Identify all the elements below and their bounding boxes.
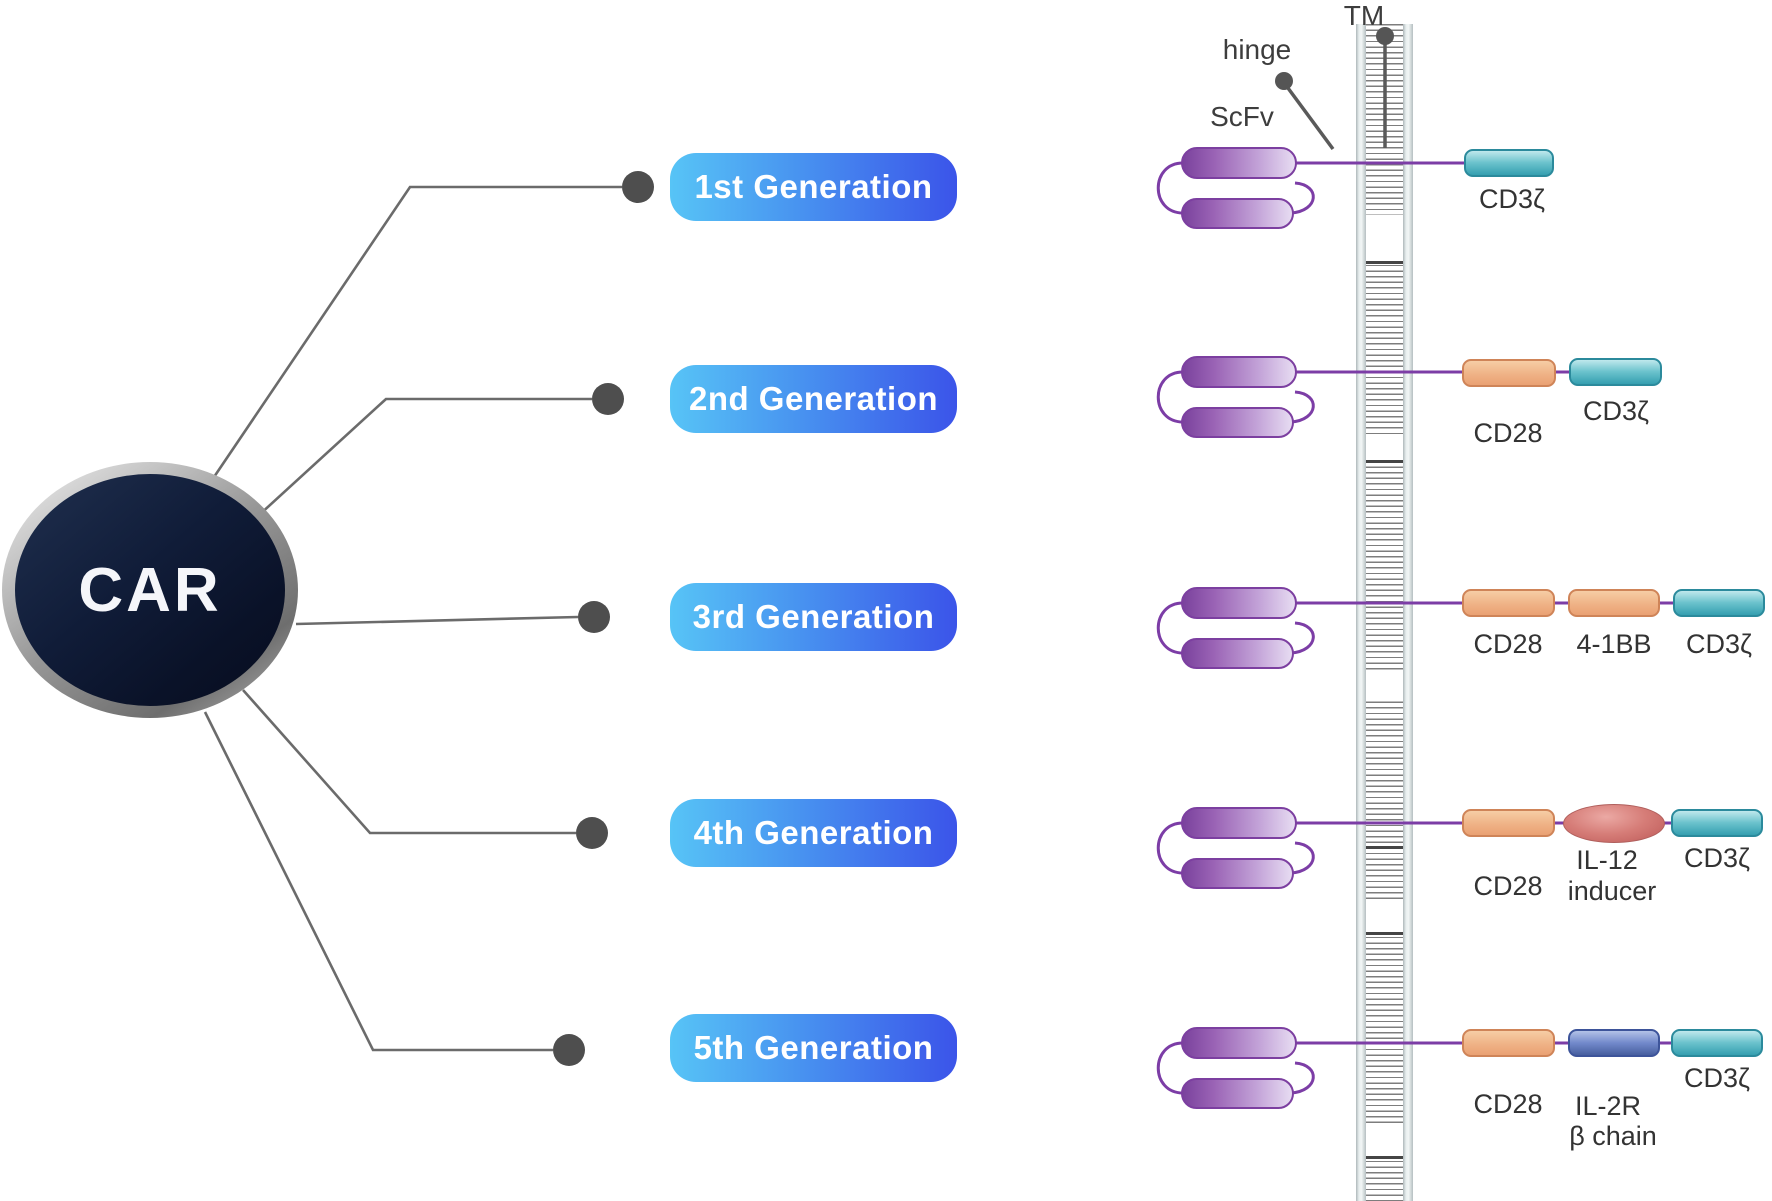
domain-box-41bb xyxy=(1568,589,1660,617)
membrane-gap xyxy=(1366,902,1403,932)
scfv-hook xyxy=(1290,181,1315,215)
scfv-loop xyxy=(1156,370,1184,424)
membrane-divider xyxy=(1364,261,1405,264)
domain-box-cd28 xyxy=(1462,359,1556,387)
node-dot-gen2 xyxy=(592,383,624,415)
scfv-vl-capsule xyxy=(1181,858,1294,889)
node-dot-gen4 xyxy=(576,817,608,849)
tm-pointer-dot xyxy=(1376,27,1394,45)
cd3z-label: CD3ζ xyxy=(1684,1063,1750,1093)
membrane-bar xyxy=(1356,24,1413,1201)
domain-box-cd3z xyxy=(1671,809,1763,837)
scfv-vh-capsule xyxy=(1181,587,1297,619)
car-hub: CAR xyxy=(2,462,298,718)
domain-box-cd28 xyxy=(1462,809,1555,837)
connector-line-gen2 xyxy=(257,397,592,517)
hinge-pointer-dot xyxy=(1275,72,1293,90)
il12-label: IL-12 xyxy=(1576,845,1638,875)
domain-box-cd28 xyxy=(1462,589,1555,617)
domain-box-cd3z xyxy=(1673,589,1765,617)
connector-line-gen4 xyxy=(242,689,576,835)
scfv-hook xyxy=(1290,1061,1315,1095)
domain-ellipse-il12 xyxy=(1563,804,1665,843)
domain-box-cd28 xyxy=(1462,1029,1555,1057)
pill-gen5: 5th Generation xyxy=(670,1014,957,1082)
membrane-gap xyxy=(1366,672,1403,698)
scfv-label: ScFv xyxy=(1210,101,1274,132)
scfv-vh-capsule xyxy=(1181,147,1297,179)
membrane-divider xyxy=(1364,1156,1405,1159)
car-hub-core: CAR xyxy=(15,474,285,706)
membrane-divider xyxy=(1364,846,1405,849)
pill-gen3: 3rd Generation xyxy=(670,583,957,651)
pill-gen4: 4th Generation xyxy=(670,799,957,867)
domain-box-cd3z xyxy=(1464,149,1554,177)
scfv-vl-capsule xyxy=(1181,638,1294,669)
bchain-label: β chain xyxy=(1569,1121,1657,1151)
membrane-rail-right xyxy=(1403,24,1413,1201)
membrane-rail-left xyxy=(1356,24,1366,1201)
scfv-loop xyxy=(1156,601,1184,655)
membrane-gap xyxy=(1366,1124,1403,1156)
scfv-loop xyxy=(1156,1041,1184,1095)
scfv-loop xyxy=(1156,161,1184,215)
hinge-pointer-line xyxy=(1283,82,1335,151)
scfv-vh-capsule xyxy=(1181,1027,1297,1059)
scfv-vl-capsule xyxy=(1181,407,1294,438)
scfv-vh-capsule xyxy=(1181,807,1297,839)
cd3z-label: CD3ζ xyxy=(1479,184,1545,214)
il2r-label: IL-2R xyxy=(1574,1091,1642,1121)
connector-line-gen3 xyxy=(295,615,579,626)
scfv-hook xyxy=(1290,390,1315,424)
scfv-hook xyxy=(1290,621,1315,655)
car-hub-label: CAR xyxy=(78,555,222,625)
cd28-label: CD28 xyxy=(1473,629,1543,659)
cd3z-label: CD3ζ xyxy=(1583,396,1649,426)
scfv-vl-capsule xyxy=(1181,198,1294,229)
domain-box-cd3z xyxy=(1569,358,1662,386)
domain-box-cd3z xyxy=(1671,1029,1763,1057)
scfv-loop xyxy=(1156,821,1184,875)
node-dot-gen1 xyxy=(622,171,654,203)
scfv-hook xyxy=(1290,841,1315,875)
41bb-label: 4-1BB xyxy=(1576,629,1652,659)
scfv-vl-capsule xyxy=(1181,1078,1294,1109)
connector-line-gen5 xyxy=(203,711,553,1052)
scfv-vh-capsule xyxy=(1181,356,1297,388)
tm-label: TM xyxy=(1343,0,1385,31)
membrane-divider xyxy=(1364,460,1405,463)
connector-line-gen1 xyxy=(210,185,622,481)
pill-gen1: 1st Generation xyxy=(670,153,957,221)
cd3z-label: CD3ζ xyxy=(1684,843,1750,873)
cd3z-label: CD3ζ xyxy=(1686,629,1752,659)
cd28-label: CD28 xyxy=(1473,418,1543,448)
inducer-label: inducer xyxy=(1567,876,1657,906)
cd28-label: CD28 xyxy=(1473,871,1543,901)
cd28-label: CD28 xyxy=(1473,1089,1543,1119)
node-dot-gen5 xyxy=(553,1034,585,1066)
membrane-gap xyxy=(1366,215,1403,261)
node-dot-gen3 xyxy=(578,601,610,633)
pill-gen2: 2nd Generation xyxy=(670,365,957,433)
membrane-gap xyxy=(1366,434,1403,460)
membrane-divider xyxy=(1364,932,1405,935)
domain-box-il2r xyxy=(1568,1029,1660,1057)
hinge-label: hinge xyxy=(1222,34,1292,65)
